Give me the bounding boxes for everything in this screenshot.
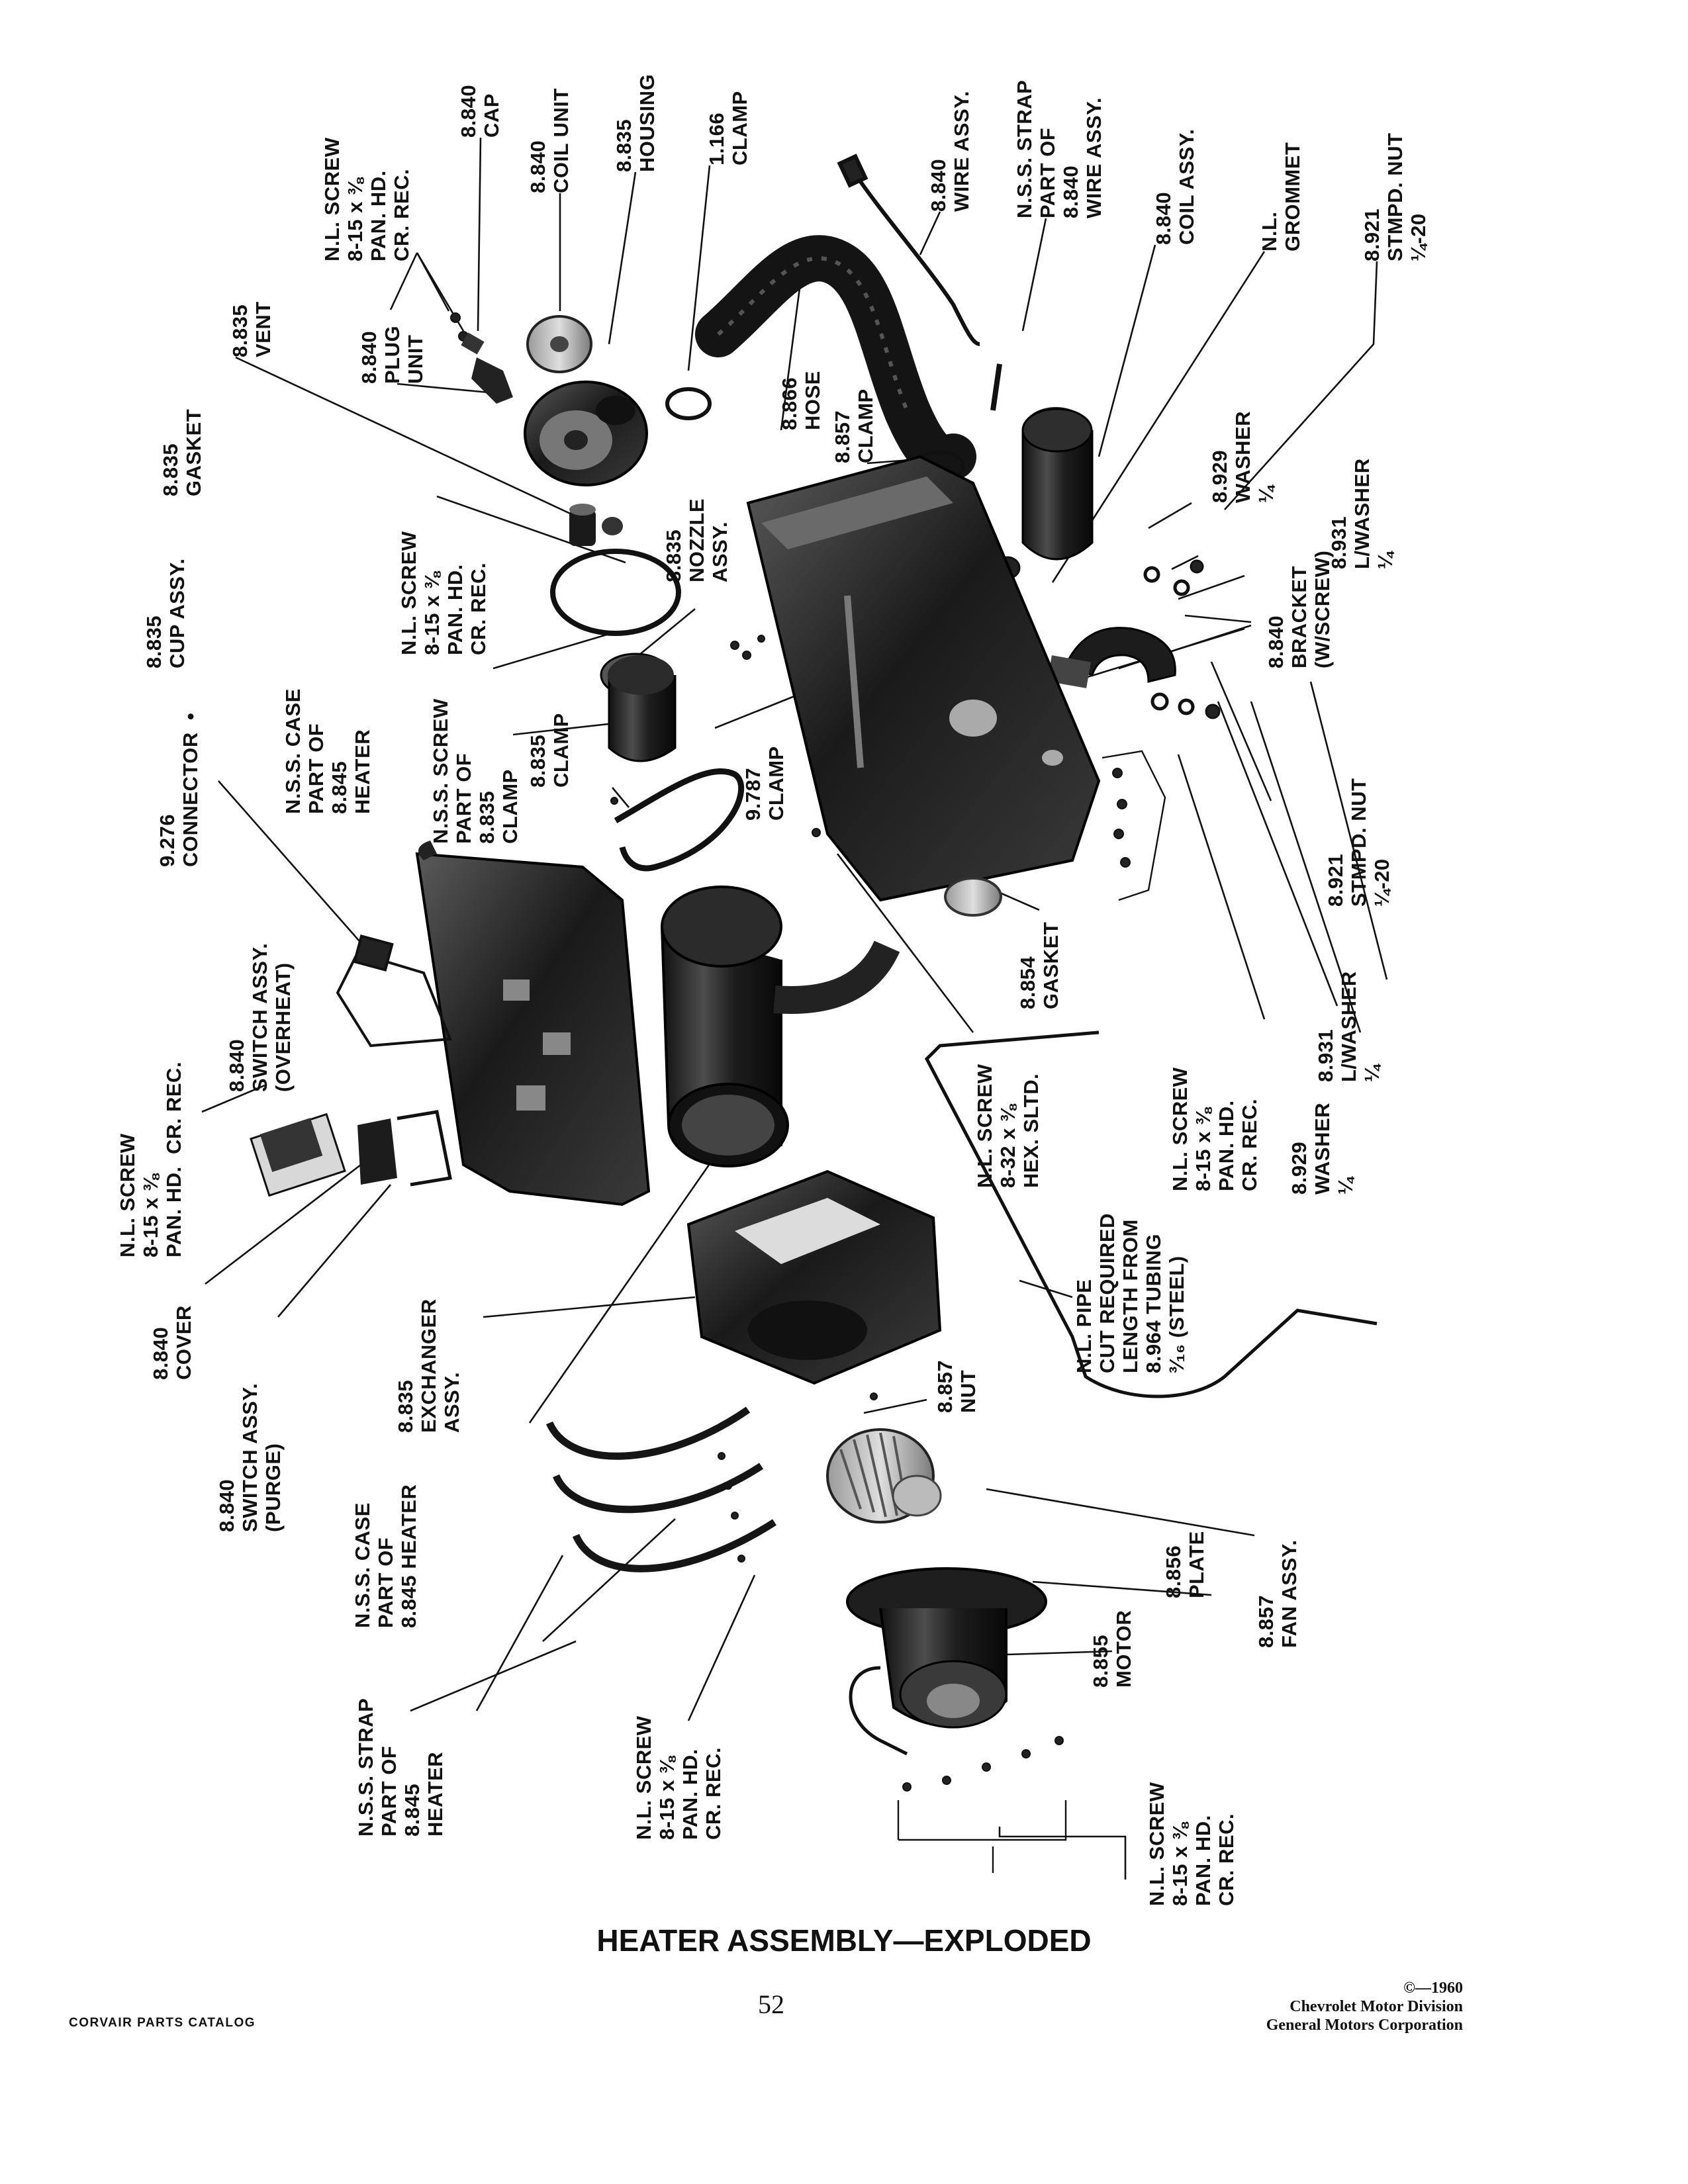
coil-assy-art xyxy=(1021,407,1094,561)
callout-stmpd-nut-top: 8.921 STMPD. NUT ¼-20 xyxy=(1360,132,1430,261)
coil-unit-art xyxy=(526,315,592,373)
fan-art xyxy=(826,1428,942,1524)
publisher-block: ©—1960 Chevrolet Motor Division General … xyxy=(1266,1979,1463,2034)
straps-art xyxy=(545,1406,776,1572)
callout-plug-unit: 8.840 PLUG UNIT xyxy=(357,325,427,384)
callout-hose: 8.866 HOSE xyxy=(778,371,824,430)
callout-screw-bottom: N.L. SCREW 8-15 x ⅜ PAN. HD. CR. REC. xyxy=(632,1715,725,1840)
callout-screw-left: N.L. SCREW 8-15 x ⅜ PAN. HD. CR. REC. xyxy=(116,1061,185,1257)
wire-assy-art xyxy=(837,154,980,346)
callout-grommet: N.L. GROMMET xyxy=(1258,142,1304,251)
callout-pipe: N.L. PIPE CUT REQUIRED LENGTH FROM 8.964… xyxy=(1072,1213,1188,1373)
band-clamp-art xyxy=(614,768,744,872)
switch-purge-art xyxy=(357,1110,452,1187)
callout-clamp-835: 8.835 CLAMP xyxy=(526,713,573,788)
heater-case-art xyxy=(415,841,651,1206)
cup-assy-art xyxy=(600,653,677,762)
gasket-8835-art xyxy=(550,549,681,636)
figure-title: HEATER ASSEMBLY—EXPLODED xyxy=(596,1923,1092,1958)
clamp-1166-art xyxy=(665,387,712,420)
callout-motor: 8.855 MOTOR xyxy=(1089,1610,1135,1688)
callout-case-upper: N.S.S. CASE PART OF 8.845 HEATER xyxy=(281,688,374,814)
bracket-art xyxy=(1047,627,1176,688)
callout-vent: 8.835 VENT xyxy=(228,301,275,357)
blower-housing-art xyxy=(686,1169,942,1385)
callout-cover: 8.840 COVER xyxy=(149,1305,195,1380)
copyright: ©—1960 xyxy=(1403,1979,1463,1997)
small-hardware xyxy=(450,312,1131,1792)
callout-housing: 8.835 HOUSING xyxy=(612,73,659,172)
callout-screw-right: N.L. SCREW 8-15 x ⅜ PAN. HD. CR. REC. xyxy=(1168,1067,1261,1191)
strap-art xyxy=(990,363,1002,411)
callout-clamp-857-top: 8.857 CLAMP xyxy=(831,388,877,463)
switch-overheat-art xyxy=(336,934,452,1048)
nozzle-vent-art xyxy=(569,504,623,546)
callout-connector: 9.276 CONNECTOR • xyxy=(156,712,202,867)
callout-washer-top: 8.929 WASHER ¼ xyxy=(1208,410,1278,503)
callout-switch-purge: 8.840 SWITCH ASSY. (PURGE) xyxy=(215,1383,285,1532)
callout-clamp-9787: 9.787 CLAMP xyxy=(741,746,788,821)
nozzle-housing-art xyxy=(746,455,1101,902)
callout-strap-wire: N.S.S. STRAP PART OF 8.840 WIRE ASSY. xyxy=(1013,79,1105,218)
callout-wire-assy: 8.840 WIRE ASSY. xyxy=(927,91,973,212)
callout-plate: 8.856 PLATE xyxy=(1162,1531,1208,1598)
callout-gasket-top: 8.835 GASKET xyxy=(159,408,205,496)
catalog-name: CORVAIR PARTS CATALOG xyxy=(69,2016,256,2030)
callout-screw-motor: N.L. SCREW 8-15 x ⅜ PAN. HD. CR. REC. xyxy=(1145,1782,1238,1906)
page-number: 52 xyxy=(758,1989,784,2019)
motor-art xyxy=(846,1567,1047,1756)
callout-coil-assy: 8.840 COIL ASSY. xyxy=(1152,128,1198,245)
callout-washer-mid: 8.929 WASHER ¼ xyxy=(1288,1102,1357,1195)
housing-art xyxy=(524,381,648,486)
callout-lwasher-mid: 8.931 L/WASHER ¼ xyxy=(1314,971,1383,1082)
callout-strap-heater: N.S.S. STRAP PART OF 8.845 HEATER xyxy=(354,1698,447,1837)
callout-fan-assy: 8.857 FAN ASSY. xyxy=(1254,1539,1301,1648)
callout-lwasher-top: 8.931 L/WASHER ¼ xyxy=(1327,458,1397,569)
callout-cup-assy: 8.835 CUP ASSY. xyxy=(142,558,189,668)
callout-cap: 8.840 CAP xyxy=(457,84,503,138)
callout-bracket: 8.840 BRACKET (W/SCREW) xyxy=(1264,550,1334,668)
callout-case-lower: N.S.S. CASE PART OF 8.845 HEATER xyxy=(351,1484,420,1628)
gasket-8854-art xyxy=(944,877,1002,917)
publisher-line-2: General Motors Corporation xyxy=(1266,2017,1463,2034)
callout-clamp-1166: 1.166 CLAMP xyxy=(705,91,751,165)
callout-coil-unit: 8.840 COIL UNIT xyxy=(526,88,573,193)
plug-unit-art xyxy=(461,332,513,404)
parts-brackets xyxy=(897,750,1166,1873)
callout-gasket-854: 8.854 GASKET xyxy=(1016,921,1062,1009)
publisher-line-1: Chevrolet Motor Division xyxy=(1289,1998,1463,2015)
pipe-tubing-art xyxy=(924,1030,1378,1398)
exchanger-art xyxy=(661,886,900,1167)
cover-art xyxy=(250,1113,346,1197)
callout-screw-clamp: N.S.S. SCREW PART OF 8.835 CLAMP xyxy=(429,698,522,844)
callout-switch-overheat: 8.840 SWITCH ASSY. (OVERHEAT) xyxy=(225,942,295,1092)
callout-nut-857: 8.857 NUT xyxy=(933,1359,980,1413)
callout-screw-mid: N.L. SCREW 8-15 x ⅜ PAN. HD. CR. REC. xyxy=(397,531,490,655)
callout-screw-top: N.L. SCREW 8-15 x ⅜ PAN. HD. CR. REC. xyxy=(320,137,413,261)
callout-screw-hex: N.L. SCREW 8-32 x ⅜ HEX. SLTD. xyxy=(973,1064,1043,1188)
callout-exchanger: 8.835 EXCHANGER ASSY. xyxy=(394,1298,463,1433)
callout-stmpd-nut-mid: 8.921 STMPD. NUT ¼-20 xyxy=(1324,778,1393,907)
callout-nozzle-assy: 8.835 NOZZLE ASSY. xyxy=(662,498,731,582)
